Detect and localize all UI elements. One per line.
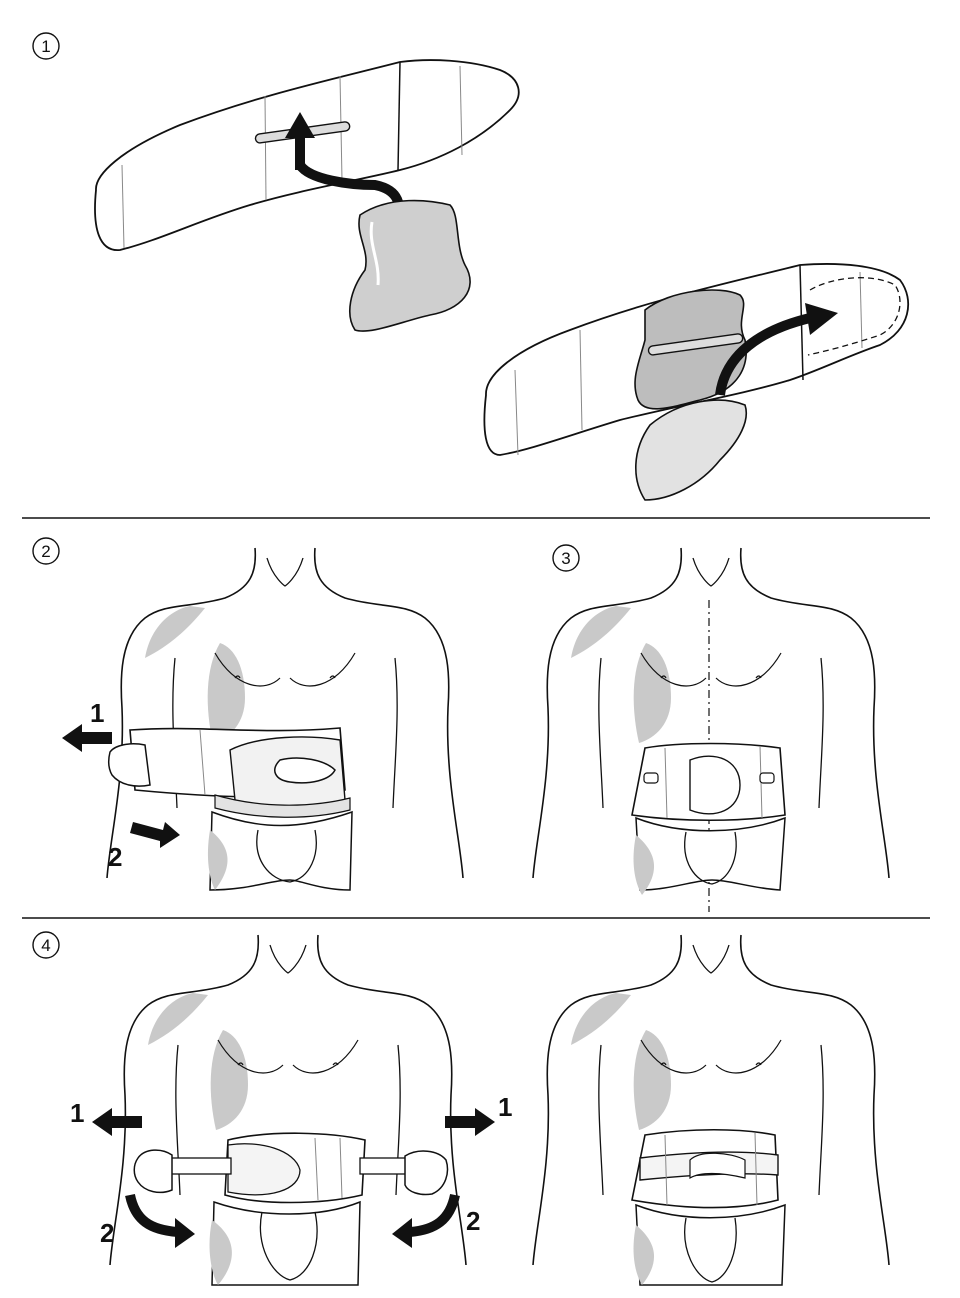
- wrap-arrow-curve-left-icon: [392, 1218, 412, 1248]
- step-4-label: 4: [41, 936, 50, 955]
- pull-arrow-left-icon-2: [92, 1108, 142, 1136]
- step-3-marker: [552, 544, 580, 572]
- arrow-label-2: 2: [108, 842, 122, 872]
- wrap-arrow-curve-right-icon: [175, 1218, 195, 1248]
- pull-arrow-left-icon: [62, 724, 112, 752]
- step-2-marker: [32, 537, 60, 565]
- arrow-label-1-right: 1: [498, 1092, 512, 1122]
- step-1-panel: 1: [32, 32, 909, 501]
- step-1-label: 1: [41, 37, 50, 56]
- figure-step-3: [532, 547, 890, 879]
- wrap-arrow-right-icon: [130, 822, 180, 848]
- step-2-panel: 2 1 2: [32, 537, 464, 891]
- arrow-label-2-left: 2: [100, 1218, 114, 1248]
- step-4-marker: [32, 931, 60, 959]
- step-3-label: 3: [561, 549, 570, 568]
- pull-arrow-right-icon: [445, 1108, 495, 1136]
- arrow-label-1: 1: [90, 698, 104, 728]
- step-3-panel: 3: [532, 544, 890, 912]
- step-2-label: 2: [41, 542, 50, 561]
- arrow-label-2-right: 2: [466, 1206, 480, 1236]
- figure-step-4-right: [532, 934, 890, 1266]
- pad-insert: [349, 199, 471, 332]
- pad-insert-second: [635, 399, 747, 501]
- arrow-up-icon: [285, 112, 315, 138]
- belt-bottom-illustration: [483, 263, 909, 501]
- step-1-marker: [32, 32, 60, 60]
- belt-top-illustration: [94, 59, 520, 332]
- arrow-label-1-left: 1: [70, 1098, 84, 1128]
- step-4-panel: 4 1 1 2 2: [32, 931, 890, 1286]
- arrow-right-icon: [805, 303, 838, 335]
